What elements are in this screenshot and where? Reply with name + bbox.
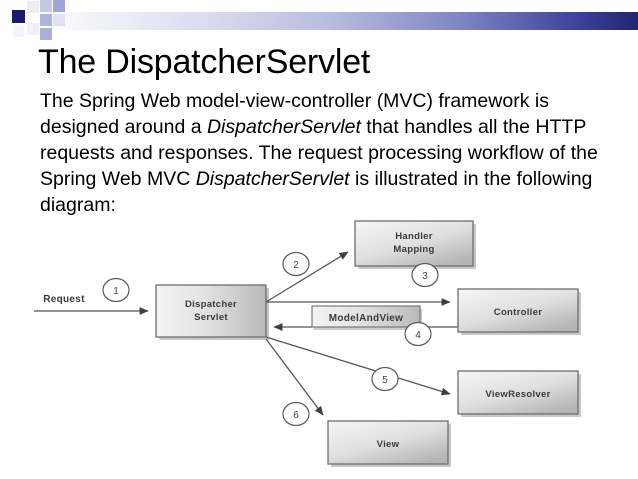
step-marker-5: 5 <box>371 366 399 392</box>
slide-header-decoration <box>0 0 638 42</box>
square-pale-1 <box>53 0 65 12</box>
node-model-and-view-label: ModelAndView <box>329 313 404 324</box>
node-view-label: View <box>377 439 400 450</box>
step-marker-5-number: 5 <box>382 375 388 386</box>
header-gradient-bar <box>42 12 638 30</box>
flow-connectors <box>34 251 458 416</box>
body-segment-1-italic: DispatcherServlet <box>206 116 361 138</box>
node-handler-mapping-label-line2: Mapping <box>393 244 434 255</box>
body-segment-3-italic: DispatcherServlet <box>195 168 350 190</box>
square-mid-4 <box>40 28 52 40</box>
dispatcher-servlet-flow-diagram: Dispatcher Servlet Handler Mapping Contr… <box>0 210 638 479</box>
node-view[interactable]: View <box>327 420 449 465</box>
node-handler-mapping-label-line1: Handler <box>395 231 432 242</box>
node-dispatcher-servlet-label-line1: Dispatcher <box>185 299 237 310</box>
body-segment-0: The Spring Web model-view-controller (MV… <box>40 90 549 138</box>
step-marker-2-number: 2 <box>293 260 299 271</box>
square-dark-navy <box>12 10 25 23</box>
node-controller[interactable]: Controller <box>457 288 579 333</box>
edge-dispatcher-to-handlermapping <box>265 251 349 303</box>
step-marker-6-number: 6 <box>293 410 299 421</box>
node-handler-mapping[interactable]: Handler Mapping <box>354 220 474 267</box>
page-title: The DispatcherServlet <box>38 43 371 81</box>
step-marker-4-number: 4 <box>415 330 421 341</box>
step-marker-6: 6 <box>282 401 310 427</box>
node-controller-label: Controller <box>494 307 542 318</box>
node-dispatcher-servlet[interactable]: Dispatcher Servlet <box>155 284 267 338</box>
body-segment-2: that handles all the HTTP requests and r… <box>40 116 598 190</box>
body-segment-4: is illustrated in the following diagram: <box>40 168 593 216</box>
step-marker-1-number: 1 <box>113 286 119 297</box>
diagram-entry-label: Request <box>43 294 85 305</box>
step-marker-4: 4 <box>404 321 432 347</box>
step-marker-3: 3 <box>411 262 439 288</box>
node-view-resolver[interactable]: ViewResolver <box>457 370 579 415</box>
edge-dispatcher-to-viewresolver <box>265 336 451 396</box>
step-marker-2: 2 <box>282 251 310 277</box>
node-view-resolver-label: ViewResolver <box>485 389 550 400</box>
node-model-and-view[interactable]: ModelAndView <box>311 305 422 330</box>
step-marker-1: 1 <box>102 277 130 303</box>
slide-body-text: The Spring Web model-view-controller (MV… <box>40 88 605 218</box>
step-marker-3-number: 3 <box>422 271 428 282</box>
square-light-1 <box>27 1 39 13</box>
square-mid-2 <box>40 0 52 12</box>
square-pale-3 <box>13 26 24 37</box>
square-mid-1 <box>27 23 39 35</box>
square-mid-3 <box>40 14 52 26</box>
edge-dispatcher-to-view <box>265 338 324 416</box>
node-dispatcher-servlet-label-line2: Servlet <box>194 312 228 323</box>
square-pale-2 <box>53 14 65 26</box>
